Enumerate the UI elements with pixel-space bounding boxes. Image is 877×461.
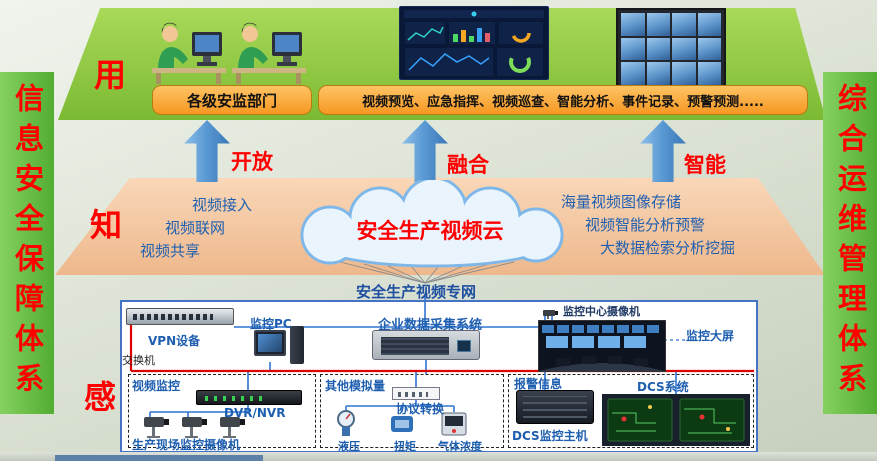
vpn-device-label: VPN设备 xyxy=(148,334,201,348)
dashboard-screen xyxy=(398,5,550,81)
footer-accent-bar xyxy=(55,455,263,461)
video-group-title: 视频监控 xyxy=(132,379,181,393)
monitor-pc-label: 监控PC xyxy=(250,317,292,331)
big-screen-label: 监控大屏 xyxy=(686,329,735,343)
private-network-label: 安全生产视频专网 xyxy=(356,283,477,301)
video-wall-cell xyxy=(697,13,721,36)
video-wall-cell xyxy=(621,62,645,85)
arrow-label-open: 开放 xyxy=(231,150,273,174)
daq-label: 企业数据采集系统 xyxy=(378,318,483,333)
left-banner-text: 信息安全保障体系 xyxy=(10,83,45,403)
camera-icon xyxy=(543,304,561,319)
sensor-icons xyxy=(332,410,482,438)
field-cameras-icons xyxy=(140,412,260,438)
know-left-item: 视频共享 xyxy=(140,242,201,260)
sense-tag: 感 xyxy=(84,378,117,416)
know-right-item: 视频智能分析预警 xyxy=(585,216,706,234)
up-arrow-icon xyxy=(640,120,686,182)
know-right-item: 海量视频图像存储 xyxy=(561,193,682,211)
footer-strip xyxy=(0,452,877,461)
control-room-photo xyxy=(538,320,666,372)
pc-icon xyxy=(254,330,286,356)
arrow-label-smart: 智能 xyxy=(684,153,726,177)
torque-label: 扭矩 xyxy=(394,440,416,453)
video-wall-cell xyxy=(646,37,670,61)
pc-screen xyxy=(258,334,282,352)
know-right-item: 大数据检索分析挖掘 xyxy=(600,239,736,257)
converter-ports xyxy=(398,392,428,397)
dcs-host-label: DCS监控主机 xyxy=(512,429,588,443)
field-cameras-label: 生产现场监控摄像机 xyxy=(132,438,241,452)
video-wall xyxy=(616,8,726,90)
alarm-group-title: 报警信息 xyxy=(514,377,563,391)
gas-sensor-icon xyxy=(441,412,467,436)
switch-ports xyxy=(133,314,213,320)
daq-vents xyxy=(381,337,449,355)
video-wall-cell xyxy=(672,62,696,85)
arrow-label-fuse: 融合 xyxy=(447,153,489,177)
torque-sensor-icon xyxy=(391,416,413,432)
up-arrow-icon xyxy=(402,120,448,182)
server-slots xyxy=(523,396,587,418)
gas-label: 气体浓度 xyxy=(438,440,482,453)
up-arrow-icon xyxy=(184,120,230,182)
know-left-item: 视频接入 xyxy=(192,196,253,214)
operator-icon xyxy=(152,22,226,84)
center-camera-label: 监控中心摄像机 xyxy=(563,305,640,318)
video-surveillance-group-box xyxy=(128,374,316,448)
pc-tower-icon xyxy=(290,326,304,364)
switch-icon xyxy=(126,308,234,325)
right-banner-text: 综合运维管理体系 xyxy=(833,83,868,403)
video-wall-cell xyxy=(621,13,645,36)
know-left-item: 视频联网 xyxy=(165,219,226,237)
know-tag: 知 xyxy=(90,206,123,244)
analog-group-title: 其他模拟量 xyxy=(325,379,386,393)
switch-label: 交换机 xyxy=(122,354,155,367)
video-wall-cell xyxy=(697,62,721,85)
server-icon xyxy=(516,390,594,424)
dcs-system-label: DCS系统 xyxy=(637,380,689,394)
analog-group-box xyxy=(320,374,504,448)
functions-box: 视频预览、应急指挥、视频巡查、智能分析、事件记录、预警预测..... xyxy=(318,85,808,115)
video-wall-cell xyxy=(646,13,670,36)
departments-box: 各级安监部门 xyxy=(152,85,312,115)
dvr-leds xyxy=(205,396,265,401)
hydraulic-label: 液压 xyxy=(338,440,360,453)
daq-icon xyxy=(372,330,480,360)
use-tag: 用 xyxy=(94,56,127,94)
camera-icon xyxy=(144,417,169,438)
daq-display xyxy=(457,340,471,352)
dvr-icon xyxy=(196,390,302,405)
dcs-screens-icon xyxy=(602,394,750,446)
operator-icon xyxy=(232,22,306,84)
video-wall-cell xyxy=(672,13,696,36)
converter-label: 协议转换 xyxy=(396,402,445,416)
cloud-title: 安全生产视频云 xyxy=(356,219,504,243)
hydraulic-sensor-icon xyxy=(337,410,355,436)
video-wall-cell xyxy=(621,37,645,61)
left-banner: 信息安全保障体系 xyxy=(0,72,54,414)
converter-icon xyxy=(392,387,440,400)
video-wall-cell xyxy=(697,37,721,61)
operators-clipart xyxy=(152,12,310,86)
camera-icon xyxy=(220,417,245,438)
video-wall-cell xyxy=(672,37,696,61)
right-banner: 综合运维管理体系 xyxy=(823,72,877,414)
cloud-icon xyxy=(268,176,593,272)
video-wall-cell xyxy=(646,62,670,85)
dvr-label: DVR/NVR xyxy=(224,406,286,420)
camera-icon xyxy=(182,417,207,438)
